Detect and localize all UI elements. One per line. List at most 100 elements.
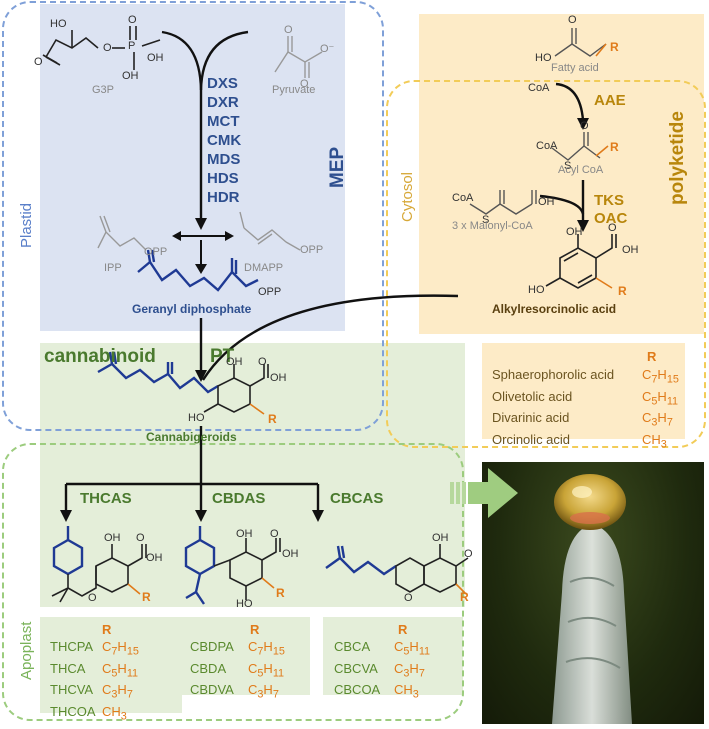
cbg-ho: HO (188, 412, 205, 424)
cannabinoid-pathway-label: cannabinoid (44, 346, 156, 367)
resorcinol-oh2: OH (622, 244, 639, 256)
mep-enzyme-list: DXS DXR MCT CMK MDS HDS HDR (207, 74, 241, 207)
cbda-oh: OH (236, 528, 253, 540)
g3p-o-atom: O (34, 56, 43, 68)
ipp-opp: OPP (144, 246, 168, 258)
apoplast-label: Apoplast (18, 621, 35, 680)
polyketide-panel (419, 14, 704, 334)
enzyme-hds: HDS (207, 170, 239, 187)
g3p-o3-atom: O (128, 14, 137, 26)
enzyme-dxs: DXS (207, 75, 238, 92)
enzyme-pt: PT (210, 346, 235, 367)
resorcinol-oh: OH (566, 226, 583, 238)
cbg-oh: OH (226, 356, 243, 368)
pyruvate-ominus-atom: O⁻ (320, 43, 335, 55)
g3p-p-atom: P (128, 40, 136, 52)
malonyl-s: S (482, 214, 490, 226)
cannabinoid-panel (40, 343, 465, 607)
polyketide-pathway-label: polyketide (667, 111, 688, 205)
cytosol-compartment (386, 80, 706, 448)
mep-panel (40, 4, 345, 331)
fatty-acid-label: Fatty acid (551, 62, 599, 74)
enzyme-cbcas: CBCAS (330, 490, 384, 507)
cbca-r: R (460, 590, 469, 604)
apoplast-compartment (2, 443, 464, 721)
enzyme-cmk: CMK (207, 132, 242, 149)
enzyme-mds: MDS (207, 151, 241, 168)
ipp-label: IPP (104, 262, 122, 274)
pyruvate-label: Pyruvate (272, 84, 316, 96)
cannabigeroids-label: Cannabigeroids (146, 430, 237, 444)
thc-table-panel (40, 617, 182, 713)
cbc-table-panel (323, 617, 463, 695)
malonyl-coa-label: 3 x Malonyl-CoA (452, 220, 533, 232)
fatty-acid-ho-atom: HO (535, 52, 552, 64)
thca-o-ring: O (88, 592, 97, 604)
alkylresorcinolic-label: Alkylresorcinolic acid (492, 302, 617, 316)
resorcinol-o: O (608, 222, 617, 234)
enzyme-aae: AAE (594, 92, 626, 109)
cbca-o: O (464, 548, 473, 560)
g3p-ho-atom: HO (50, 18, 67, 30)
acyl-coa-coa: CoA (536, 140, 558, 152)
enzyme-cbdas: CBDAS (212, 490, 266, 507)
cbca-oh: OH (432, 532, 449, 544)
cytosol-label: Cytosol (399, 171, 416, 222)
cbca-o-ring: O (404, 592, 413, 604)
cbda-r: R (276, 586, 285, 600)
acyl-coa-r: R (610, 140, 619, 154)
fatty-acid-o-atom: O (568, 14, 577, 26)
gpp-opp: OPP (258, 286, 282, 298)
g3p-o2-atom: O (103, 42, 112, 54)
mep-pathway-label: MEP (327, 146, 348, 188)
acyl-coa-o: O (580, 120, 589, 132)
malonyl-coa: CoA (452, 192, 474, 204)
pyruvate-o2-atom: O (300, 78, 309, 90)
alkyl-table-header: R (647, 349, 657, 364)
thca-oh2: OH (146, 552, 163, 564)
g3p-label: G3P (92, 84, 115, 96)
resorcinol-r: R (618, 284, 627, 298)
enzyme-thcas: THCAS (80, 490, 132, 507)
dmapp-opp: OPP (300, 244, 324, 256)
enzyme-tks: TKS (594, 192, 624, 209)
cbg-oh2: OH (270, 372, 287, 384)
cbd-table-header: R (250, 622, 260, 637)
enzyme-mct: MCT (207, 113, 240, 130)
resorcinol-ho: HO (528, 284, 545, 296)
thc-table-header: R (102, 622, 112, 637)
cbg-o: O (258, 356, 267, 368)
plastid-compartment (2, 1, 384, 431)
enzyme-oac: OAC (594, 210, 628, 227)
fatty-acid-r: R (610, 40, 619, 54)
cbg-r: R (268, 412, 277, 426)
plastid-label: Plastid (18, 202, 35, 248)
cbd-table-panel (180, 617, 310, 695)
cbda-oh2: OH (282, 548, 299, 560)
malonyl-oh: OH (538, 196, 555, 208)
gpp-label: Geranyl diphosphate (132, 302, 252, 316)
alkyl-table-panel (482, 343, 685, 439)
thca-o: O (136, 532, 145, 544)
thca-oh: OH (104, 532, 121, 544)
cbc-table-header: R (398, 622, 408, 637)
acyl-coa-s: S (564, 160, 572, 172)
g3p-oh2-atom: OH (122, 70, 139, 82)
cbda-o: O (270, 528, 279, 540)
enzyme-dxr: DXR (207, 94, 239, 111)
